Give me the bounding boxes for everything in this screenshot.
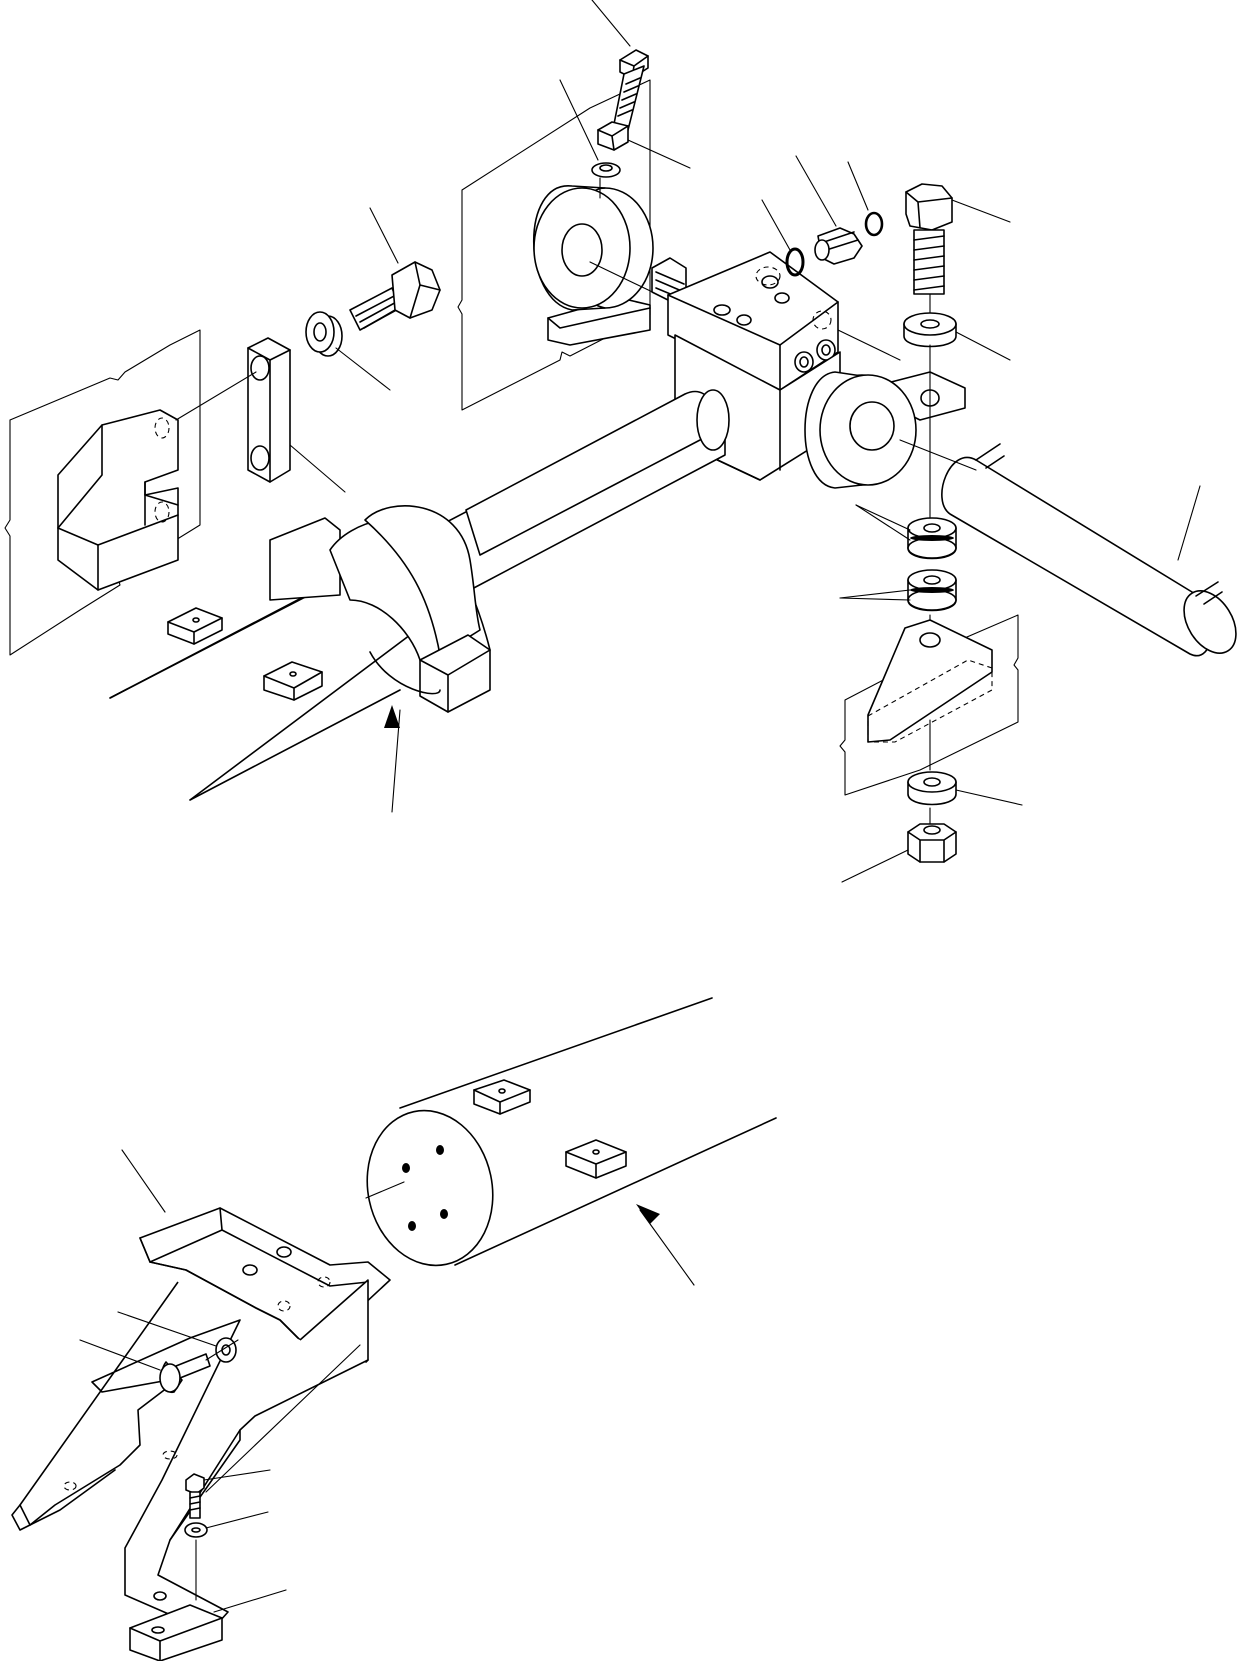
flat-washer	[903, 312, 1011, 521]
cylinder-pad-upper	[167, 607, 223, 645]
bushing-eye	[533, 185, 666, 346]
cylinder-pad-lower	[263, 661, 323, 701]
snap-ring	[847, 161, 884, 237]
mounting-plate	[839, 614, 1019, 796]
small-washer	[184, 1511, 269, 1601]
mounting-pad	[473, 1079, 531, 1115]
saddle-mount	[269, 505, 491, 813]
mounting-pad-front	[565, 1139, 627, 1179]
lock-nut	[597, 121, 691, 169]
shouldered-bolt	[349, 207, 441, 331]
lock-washer	[559, 79, 621, 193]
stacked-washers	[855, 504, 957, 560]
cap-screw	[591, 0, 649, 131]
main-cylinder-rear	[365, 997, 777, 1286]
base-block	[129, 1589, 287, 1661]
small-bolt	[185, 1344, 361, 1519]
hex-bolt	[905, 183, 1011, 321]
stacked-washers-lower	[839, 569, 957, 641]
pivot-bushing-right	[804, 371, 966, 489]
bracket-washer	[117, 1311, 237, 1363]
link-plate	[175, 337, 346, 493]
side-plate	[11, 1279, 369, 1633]
bracket-block	[57, 409, 179, 591]
spacer-washer	[305, 311, 391, 391]
hex-nut	[841, 823, 957, 883]
fitting-plug	[795, 155, 863, 265]
pivot-pin	[899, 439, 1237, 657]
bracket-bolt	[79, 1339, 239, 1393]
o-ring	[761, 199, 805, 277]
bottom-washer	[907, 771, 1023, 829]
